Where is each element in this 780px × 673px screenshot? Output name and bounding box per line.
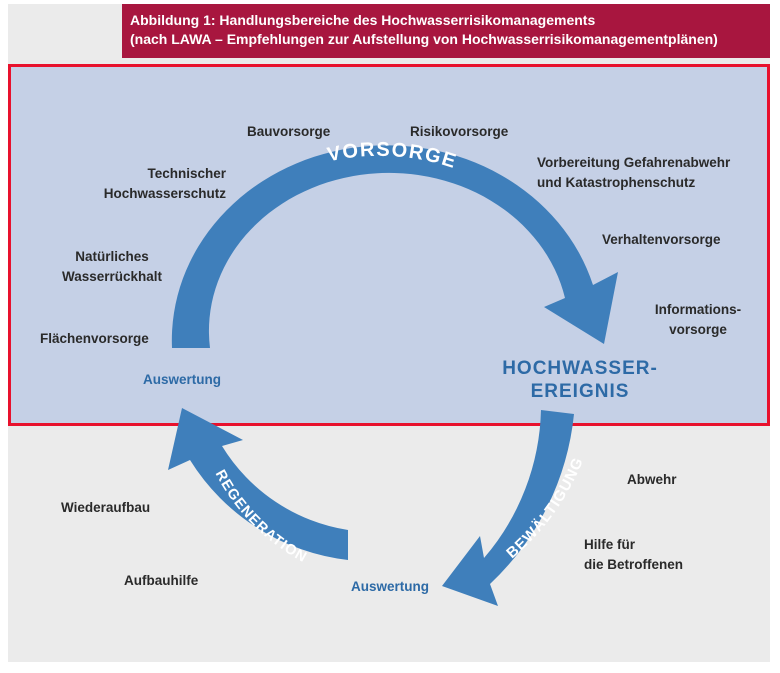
label-vorbereitung-gefahrenabwehr: Vorbereitung Gefahrenabwehr und Katastro… bbox=[537, 153, 730, 193]
label-natuerliches-line-2: Wasserrückhalt bbox=[61, 269, 163, 284]
label-hilfe-line-1: Hilfe für bbox=[584, 537, 636, 552]
label-technischer-line-1: Technischer bbox=[147, 166, 226, 181]
label-vorbereitung-line-2: und Katastrophenschutz bbox=[537, 175, 696, 190]
regeneration-arrow: REGENERATION bbox=[168, 408, 348, 566]
label-abwehr: Abwehr bbox=[627, 472, 677, 487]
bewaeltigung-arrow-shape bbox=[442, 410, 574, 606]
label-hilfe-fuer-betroffene: Hilfe für die Betroffenen bbox=[584, 535, 683, 575]
label-technischer-line-2: Hochwasserschutz bbox=[103, 186, 226, 201]
prevention-highlight-panel bbox=[8, 64, 770, 426]
label-bauvorsorge: Bauvorsorge bbox=[247, 124, 331, 139]
label-wiederaufbau: Wiederaufbau bbox=[61, 500, 151, 515]
label-natuerliches-wasserrueckhalt: Natürliches Wasserrückhalt bbox=[52, 247, 172, 287]
label-flaechenvorsorge: Flächenvorsorge bbox=[40, 331, 149, 346]
flood-event-line-2: EREIGNIS bbox=[530, 381, 630, 402]
figure-title: Abbildung 1: Handlungsbereiche des Hochw… bbox=[122, 4, 770, 58]
bewaeltigung-arrow: BEWÄLTIGUNG bbox=[442, 410, 586, 606]
figure-title-line-2: (nach LAWA – Empfehlungen zur Aufstellun… bbox=[130, 31, 718, 47]
label-technischer-hochwasserschutz: Technischer Hochwasserschutz bbox=[88, 164, 226, 204]
label-auswertung-lower: Auswertung bbox=[351, 579, 430, 594]
label-risikovorsorge: Risikovorsorge bbox=[410, 124, 509, 139]
label-informationsvorsorge: Informations- vorsorge bbox=[638, 300, 758, 340]
label-vorbereitung-line-1: Vorbereitung Gefahrenabwehr bbox=[537, 155, 731, 170]
figure-title-line-1: Abbildung 1: Handlungsbereiche des Hochw… bbox=[130, 12, 596, 28]
label-natuerliches-line-1: Natürliches bbox=[75, 249, 149, 264]
flood-event-line-1: HOCHWASSER- bbox=[502, 358, 658, 379]
label-hilfe-line-2: die Betroffenen bbox=[584, 557, 684, 572]
label-aufbauhilfe: Aufbauhilfe bbox=[124, 573, 199, 588]
regeneration-arrow-shape bbox=[168, 408, 348, 560]
label-informations-line-2: vorsorge bbox=[669, 322, 727, 337]
flood-event-label: HOCHWASSER- EREIGNIS bbox=[470, 357, 690, 403]
vorsorge-arrow-shape bbox=[171, 145, 618, 348]
label-informations-line-1: Informations- bbox=[654, 302, 742, 317]
label-verhaltensvorsorge: Verhaltenvorsorge bbox=[602, 232, 721, 247]
label-auswertung-upper: Auswertung bbox=[143, 372, 222, 387]
